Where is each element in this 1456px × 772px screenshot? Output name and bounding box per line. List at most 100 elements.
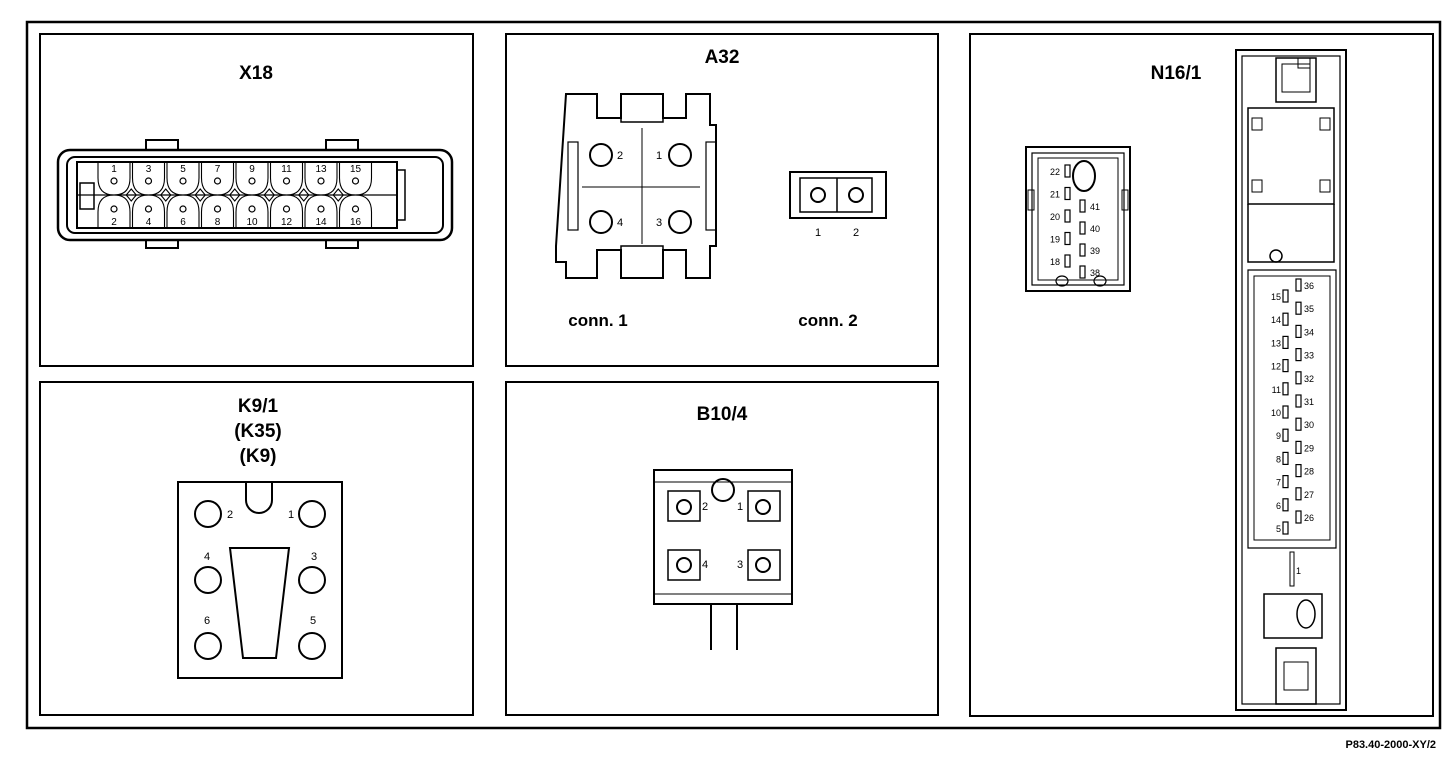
n16-1-pin-label: 5 [1276,524,1281,534]
k9-1-connector: K9/1 (K35) (K9) 2 1 4 3 6 5 [177,396,343,679]
k9-1-title-line: (K35) [234,421,282,442]
x18-pin-label: 13 [315,164,327,175]
n16-1-pin-contact [1064,186,1071,201]
n16-1-pin-label: 14 [1271,315,1281,325]
k9-1-pin-label: 1 [288,509,294,521]
panel-n16-1 [969,33,1434,717]
n16-1-pin-label: 22 [1050,167,1060,177]
n16-1-pin-contact [1282,521,1289,535]
a32-conn1-pin-label: 2 [617,150,623,162]
k9-1-key-notch [245,482,273,514]
panel-x18 [39,33,474,367]
n16-1-small-key [1072,160,1096,192]
n16-1-pin-contact [1064,231,1071,246]
n16-1-pin-contact [1295,487,1302,501]
k9-1-pin [194,566,222,594]
x18-pin-contact [351,205,360,213]
x18-housing-inner [66,156,444,234]
x18-pin-contact [110,205,118,213]
k9-1-pin [194,500,222,528]
a32-conn1-pin [668,143,692,167]
n16-1-pin-label: 36 [1304,281,1314,291]
b10-4-pin [755,557,771,573]
n16-1-pin-contact [1282,475,1289,489]
n16-1-pin-label: 27 [1304,490,1314,500]
k9-1-body [177,481,343,679]
a32-conn2-pin [810,187,826,203]
b10-4-pin-label: 4 [702,559,708,571]
n16-1-pin-contact [1295,510,1302,524]
x18-pin-contact [248,205,256,213]
n16-1-pin-label: 11 [1272,385,1281,395]
n16-1-small-body [1025,146,1131,292]
n16-1-pin-label: 31 [1304,397,1314,407]
x18-pin-label: 11 [281,164,292,175]
n16-1-pin-label: 10 [1271,408,1281,418]
x18-pin-label: 7 [215,164,221,175]
n16-1-pin-label: 15 [1271,292,1281,302]
n16-1-pin-label: 9 [1276,431,1281,441]
x18-pin-contact [282,177,291,185]
n16-1-pin-contact [1282,335,1289,349]
a32-title: A32 [705,47,740,68]
b10-4-connector: B10/4 2 1 4 3 [653,404,793,650]
n16-1-pin-label: 29 [1304,443,1314,453]
x18-pin-label: 8 [215,217,221,228]
b10-4-pin-label: 3 [737,559,743,571]
panel-b10-4 [505,381,939,716]
k9-1-title-line: (K9) [240,446,277,467]
k9-1-pin-label: 3 [311,551,317,563]
b10-4-pin-label: 2 [702,501,708,513]
n16-1-pin-label: 18 [1050,257,1060,267]
a32-conn1-pin-label: 4 [617,217,623,229]
n16-1-pin-contact [1079,265,1086,279]
k9-1-center-wedge [228,547,291,659]
x18-pin-label: 3 [146,164,152,175]
x18-pin-cavity [166,194,200,227]
a32-conn1-pin-label: 3 [656,217,662,229]
n16-1-pin-contact [1079,221,1086,235]
b10-4-title: B10/4 [697,404,748,425]
n16-1-pin-contact [1295,324,1302,338]
n16-1-pin-label: 8 [1276,454,1281,464]
n16-1-pin-label: 32 [1304,374,1314,384]
x18-pin-cavity [304,194,338,227]
a32-conn2-pin [848,187,864,203]
n16-1-pin-label: 35 [1304,304,1314,314]
a32-conn1-pin-label: 1 [656,150,662,162]
n16-1-pin-label: 21 [1050,190,1060,200]
x18-pin-label: 15 [350,164,362,175]
b10-4-pin [755,499,771,515]
x18-pin-cavity [200,194,235,227]
x18-latch-diamond [332,188,344,202]
x18-pin-contact [144,205,153,213]
n16-1-pin-contact [1282,382,1289,396]
x18-pin-contact [213,205,222,213]
a32-connectors: A32 2 1 4 3 conn. 1 1 2 conn. 2 [555,47,887,330]
n16-1-pin-contact [1282,428,1289,442]
n16-1-pin-contact [1295,348,1302,362]
x18-pin-label: 6 [180,217,186,228]
x18-pin-label: 5 [180,164,186,175]
x18-pin-contact [179,205,187,213]
n16-1-pin-contact [1282,312,1289,326]
x18-pin-label: 9 [249,164,255,175]
b10-4-center-pin [711,478,735,502]
x18-pin-contact [317,177,325,185]
x18-latch-diamond [229,188,241,202]
drawing-reference: P83.40-2000-XY/2 [1345,739,1436,751]
a32-conn2-body [789,171,887,219]
k9-1-pin [298,566,326,594]
n16-1-pin-contact [1282,451,1289,465]
x18-latch-diamond [194,188,206,202]
x18-latch-diamond [298,188,310,202]
x18-pin-cavity [269,194,304,227]
n16-1-pin-contact [1064,254,1071,268]
a32-conn2-pin-label: 2 [853,227,859,239]
x18-pin-label: 1 [111,164,117,175]
